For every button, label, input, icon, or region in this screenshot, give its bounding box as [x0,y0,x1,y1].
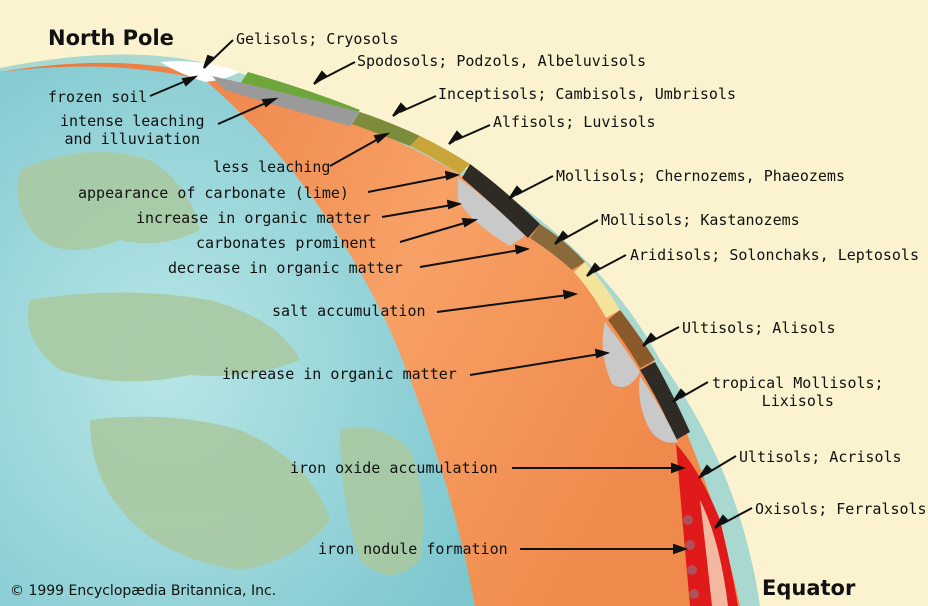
label-gelisols: Gelisols; Cryosols [236,30,399,48]
label-organic-increase-2: increase in organic matter [222,365,457,383]
label-spodosols: Spodosols; Podzols, Albeluvisols [357,52,646,70]
north-pole-title: North Pole [48,26,174,50]
label-alfisols: Alfisols; Luvisols [493,113,656,131]
label-intense-leaching: intense leaching and illuviation [60,112,205,148]
label-oxisols: Oxisols; Ferralsols [755,500,927,518]
label-salt-accumulation: salt accumulation [272,302,426,320]
label-iron-nodule: iron nodule formation [318,540,508,558]
equator-title: Equator [762,576,855,600]
label-iron-oxide: iron oxide accumulation [290,459,498,477]
label-inceptisols: Inceptisols; Cambisols, Umbrisols [438,85,736,103]
label-aridisols: Aridisols; Solonchaks, Leptosols [630,246,919,264]
label-frozen-soil: frozen soil [48,88,147,106]
copyright-text: © 1999 Encyclopædia Britannica, Inc. [10,583,276,599]
label-carbonate-appearance: appearance of carbonate (lime) [78,184,349,202]
label-organic-decrease: decrease in organic matter [168,259,403,277]
label-ultisols-acrisols: Ultisols; Acrisols [739,448,902,466]
label-carbonates-prominent: carbonates prominent [196,234,377,252]
label-mollisols-chernozems: Mollisols; Chernozems, Phaeozems [556,167,845,185]
label-organic-increase-1: increase in organic matter [136,209,371,227]
label-tropical-mollisols: tropical Mollisols; Lixisols [712,374,884,410]
label-ultisols-alisols: Ultisols; Alisols [682,319,836,337]
label-less-leaching: less leaching [213,158,330,176]
label-mollisols-kastanozems: Mollisols; Kastanozems [601,211,800,229]
